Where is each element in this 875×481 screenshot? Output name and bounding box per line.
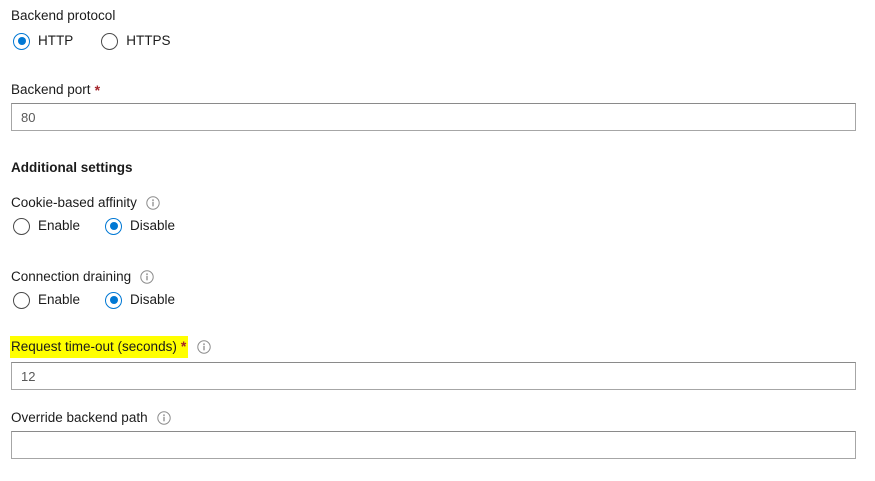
radio-mark-icon [105, 291, 123, 309]
connection-draining-radio-group[interactable]: Enable Disable [0, 290, 175, 310]
radio-mark-icon [105, 217, 123, 235]
radio-connection-draining-enable[interactable]: Enable [13, 290, 80, 310]
connection-draining-field: Connection draining [0, 268, 154, 286]
info-icon[interactable] [156, 411, 171, 425]
backend-protocol-field: Backend protocol [0, 7, 115, 25]
radio-label: HTTPS [126, 33, 171, 48]
info-icon[interactable] [197, 340, 211, 354]
required-asterisk: * [94, 82, 101, 98]
cookie-based-affinity-label-row: Cookie-based affinity [0, 194, 160, 212]
connection-draining-label-row: Connection draining [0, 268, 154, 286]
override-backend-path-input[interactable] [11, 431, 856, 459]
backend-protocol-radio-group[interactable]: HTTP HTTPS [0, 31, 171, 51]
backend-port-input[interactable] [11, 103, 856, 131]
radio-mark-icon [13, 291, 30, 309]
radio-label: HTTP [38, 33, 74, 48]
radio-mark-icon [13, 32, 30, 50]
override-backend-path-label: Override backend path [11, 410, 148, 425]
required-asterisk: * [180, 338, 187, 354]
request-timeout-label: Request time-out (seconds) [11, 339, 177, 354]
cookie-based-affinity-label: Cookie-based affinity [11, 195, 137, 210]
request-timeout-highlight: Request time-out (seconds)* [10, 336, 189, 358]
backend-port-field: Backend port * [0, 81, 100, 99]
backend-protocol-label: Backend protocol [11, 8, 116, 23]
backend-port-label-row: Backend port * [0, 81, 100, 99]
radio-label: Disable [130, 218, 176, 233]
additional-settings-heading: Additional settings [11, 160, 133, 175]
radio-label: Enable [38, 218, 81, 233]
cookie-based-affinity-field: Cookie-based affinity [0, 194, 160, 212]
backend-protocol-label-row: Backend protocol [0, 7, 115, 25]
radio-backend-protocol-https[interactable]: HTTPS [101, 31, 171, 51]
request-timeout-field: Request time-out (seconds)* [0, 336, 211, 358]
radio-mark-icon [101, 32, 119, 50]
info-icon[interactable] [146, 196, 160, 210]
radio-mark-icon [13, 217, 30, 235]
info-icon[interactable] [140, 270, 154, 284]
cookie-based-affinity-radio-group[interactable]: Enable Disable [0, 216, 175, 236]
override-backend-path-label-row: Override backend path [0, 409, 171, 427]
request-timeout-input[interactable] [11, 362, 856, 390]
override-backend-path-field: Override backend path [0, 409, 171, 427]
radio-connection-draining-disable[interactable]: Disable [105, 290, 175, 310]
radio-cookie-affinity-disable[interactable]: Disable [105, 216, 175, 236]
connection-draining-label: Connection draining [11, 269, 132, 284]
backend-port-label: Backend port [11, 82, 91, 97]
radio-backend-protocol-http[interactable]: HTTP [13, 31, 73, 51]
request-timeout-label-row: Request time-out (seconds)* [0, 336, 211, 358]
radio-label: Enable [38, 292, 81, 307]
radio-cookie-affinity-enable[interactable]: Enable [13, 216, 80, 236]
radio-label: Disable [130, 292, 176, 307]
